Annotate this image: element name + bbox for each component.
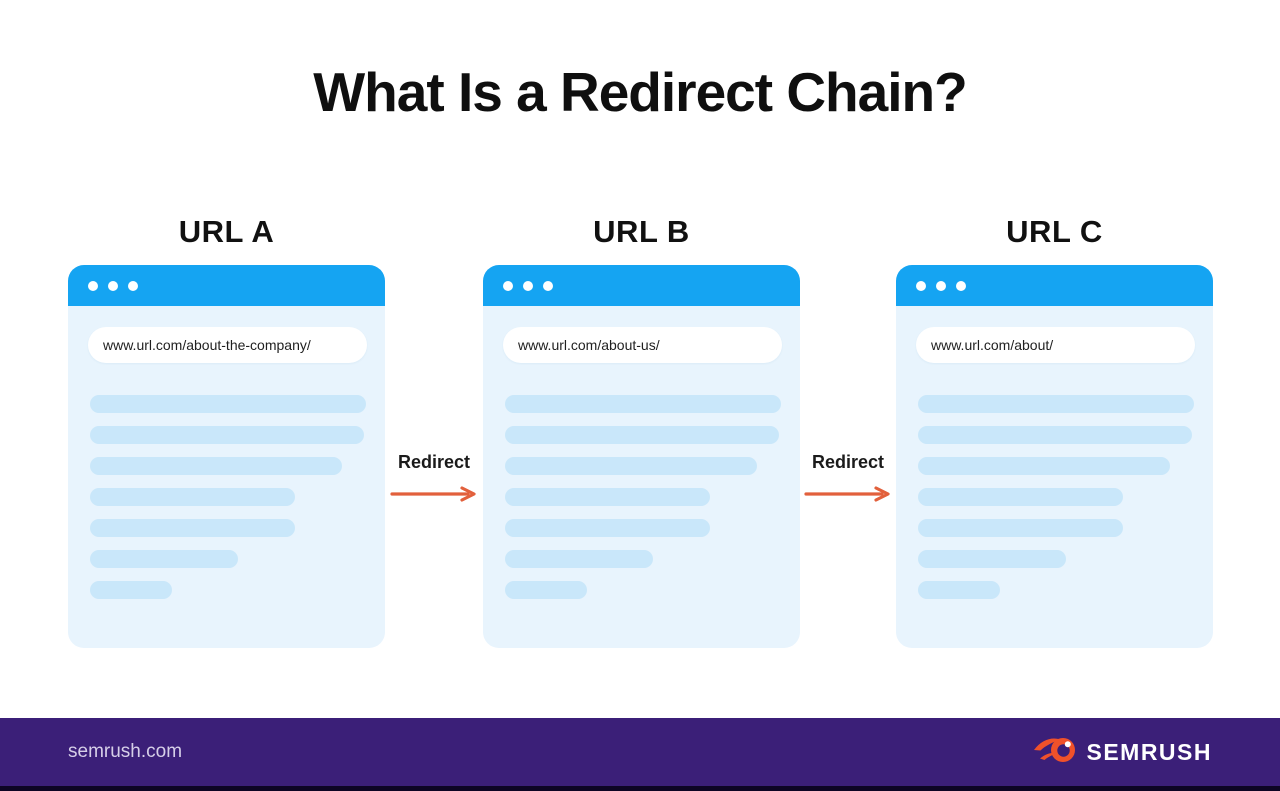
skeleton-text-block	[90, 395, 385, 599]
skeleton-text-line	[90, 519, 295, 537]
redirect-step-1: Redirect	[385, 450, 483, 507]
skeleton-text-line	[90, 426, 364, 444]
skeleton-text-line	[918, 581, 1000, 599]
window-dot-icon	[936, 280, 946, 291]
url-b-column: URL B www.url.com/about-us/	[483, 212, 800, 648]
right-arrow-icon	[385, 486, 483, 507]
skeleton-text-line	[505, 395, 781, 413]
redirect-label: Redirect	[811, 452, 885, 472]
skeleton-text-line	[90, 581, 172, 599]
skeleton-text-line	[505, 488, 710, 506]
url-b-label: URL B	[593, 214, 690, 249]
skeleton-text-line	[505, 550, 653, 568]
page-title: What Is a Redirect Chain?	[313, 61, 967, 123]
skeleton-text-line	[505, 457, 757, 475]
redirect-label: Redirect	[397, 452, 471, 472]
skeleton-text-line	[505, 519, 710, 537]
browser-titlebar	[68, 265, 385, 306]
skeleton-text-block	[505, 395, 800, 599]
skeleton-text-line	[90, 395, 366, 413]
skeleton-text-line	[918, 519, 1123, 537]
browser-window-b: www.url.com/about-us/	[483, 265, 800, 648]
url-a-column: URL A www.url.com/about-the-company/	[68, 212, 385, 648]
skeleton-text-line	[90, 550, 238, 568]
skeleton-text-line	[918, 488, 1123, 506]
redirect-step-2: Redirect	[800, 450, 896, 507]
url-c-label: URL C	[1006, 214, 1103, 249]
right-arrow-icon	[800, 486, 896, 507]
skeleton-text-block	[918, 395, 1213, 599]
skeleton-text-line	[918, 426, 1192, 444]
window-dot-icon	[503, 280, 513, 291]
skeleton-text-line	[918, 550, 1066, 568]
browser-page-content: www.url.com/about-the-company/	[68, 306, 385, 648]
skeleton-text-line	[505, 581, 587, 599]
address-bar: www.url.com/about-us/	[503, 327, 782, 363]
window-dot-icon	[916, 280, 926, 291]
window-dot-icon	[88, 280, 98, 291]
url-c-column: URL C www.url.com/about/	[896, 212, 1213, 648]
semrush-comet-icon	[1033, 735, 1077, 770]
skeleton-text-line	[90, 488, 295, 506]
browser-page-content: www.url.com/about/	[896, 306, 1213, 648]
window-dot-icon	[523, 280, 533, 291]
url-a-label: URL A	[178, 214, 275, 249]
skeleton-text-line	[918, 457, 1170, 475]
browser-titlebar	[483, 265, 800, 306]
browser-titlebar	[896, 265, 1213, 306]
window-dot-icon	[956, 280, 966, 291]
semrush-logo: SEMRUSH	[1033, 735, 1212, 770]
window-dot-icon	[108, 280, 118, 291]
browser-page-content: www.url.com/about-us/	[483, 306, 800, 648]
footer-bar: semrush.com SEMRUSH	[0, 718, 1280, 791]
window-dot-icon	[128, 280, 138, 291]
address-bar: www.url.com/about/	[916, 327, 1195, 363]
footer-site-url: semrush.com	[68, 741, 183, 762]
skeleton-text-line	[505, 426, 779, 444]
browser-window-c: www.url.com/about/	[896, 265, 1213, 648]
window-dot-icon	[543, 280, 553, 291]
address-bar: www.url.com/about-the-company/	[88, 327, 367, 363]
browser-window-a: www.url.com/about-the-company/	[68, 265, 385, 648]
skeleton-text-line	[90, 457, 342, 475]
semrush-wordmark: SEMRUSH	[1086, 738, 1212, 765]
skeleton-text-line	[918, 395, 1194, 413]
